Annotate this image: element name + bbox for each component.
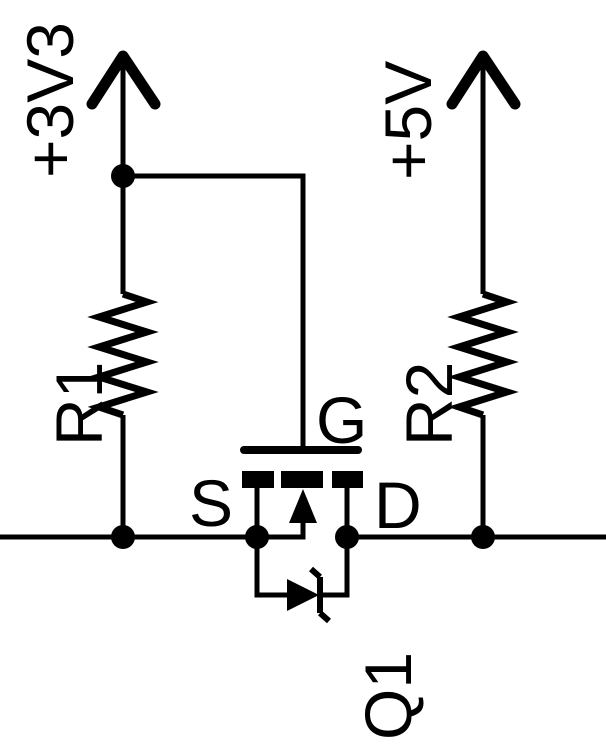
diode-cathode-tail (309, 566, 322, 580)
body-connect-wire (257, 523, 306, 540)
body-arrow-icon (289, 489, 317, 523)
mosfet-channel-segment (332, 471, 363, 488)
pin-label-drain: D (374, 468, 422, 542)
diode-anode-wire (254, 537, 287, 598)
power-flag-left: +3V3 (13, 22, 161, 294)
gate-wire (123, 173, 306, 447)
junction-dot (471, 525, 495, 549)
component-ref: R2 (392, 362, 466, 446)
pin-label-source: S (189, 466, 233, 540)
mosfet-channel-segment (242, 471, 274, 488)
body-diode (254, 537, 350, 624)
power-flag-right: +5V (371, 50, 521, 294)
resistor-r2: R2 (392, 290, 519, 537)
diode-cathode-wire (320, 537, 350, 598)
resistor-zigzag-icon (447, 290, 519, 419)
resistor-r1: R1 (42, 290, 159, 537)
mosfet-channel-segment (281, 471, 323, 488)
junction-dot (245, 525, 269, 549)
component-ref: R1 (42, 362, 116, 446)
mosfet-q1: Q1 (240, 446, 425, 740)
resistor-zigzag-icon (87, 290, 159, 419)
junction-dot (335, 525, 359, 549)
diode-triangle-icon (287, 579, 319, 611)
transistor-ref: Q1 (351, 652, 425, 740)
diode-cathode-tail (318, 610, 331, 624)
junction-dot (111, 525, 135, 549)
junction-dot (111, 164, 135, 188)
pin-label-gate: G (316, 383, 367, 457)
power-net-label: +3V3 (13, 22, 87, 178)
power-net-label: +5V (371, 61, 445, 180)
